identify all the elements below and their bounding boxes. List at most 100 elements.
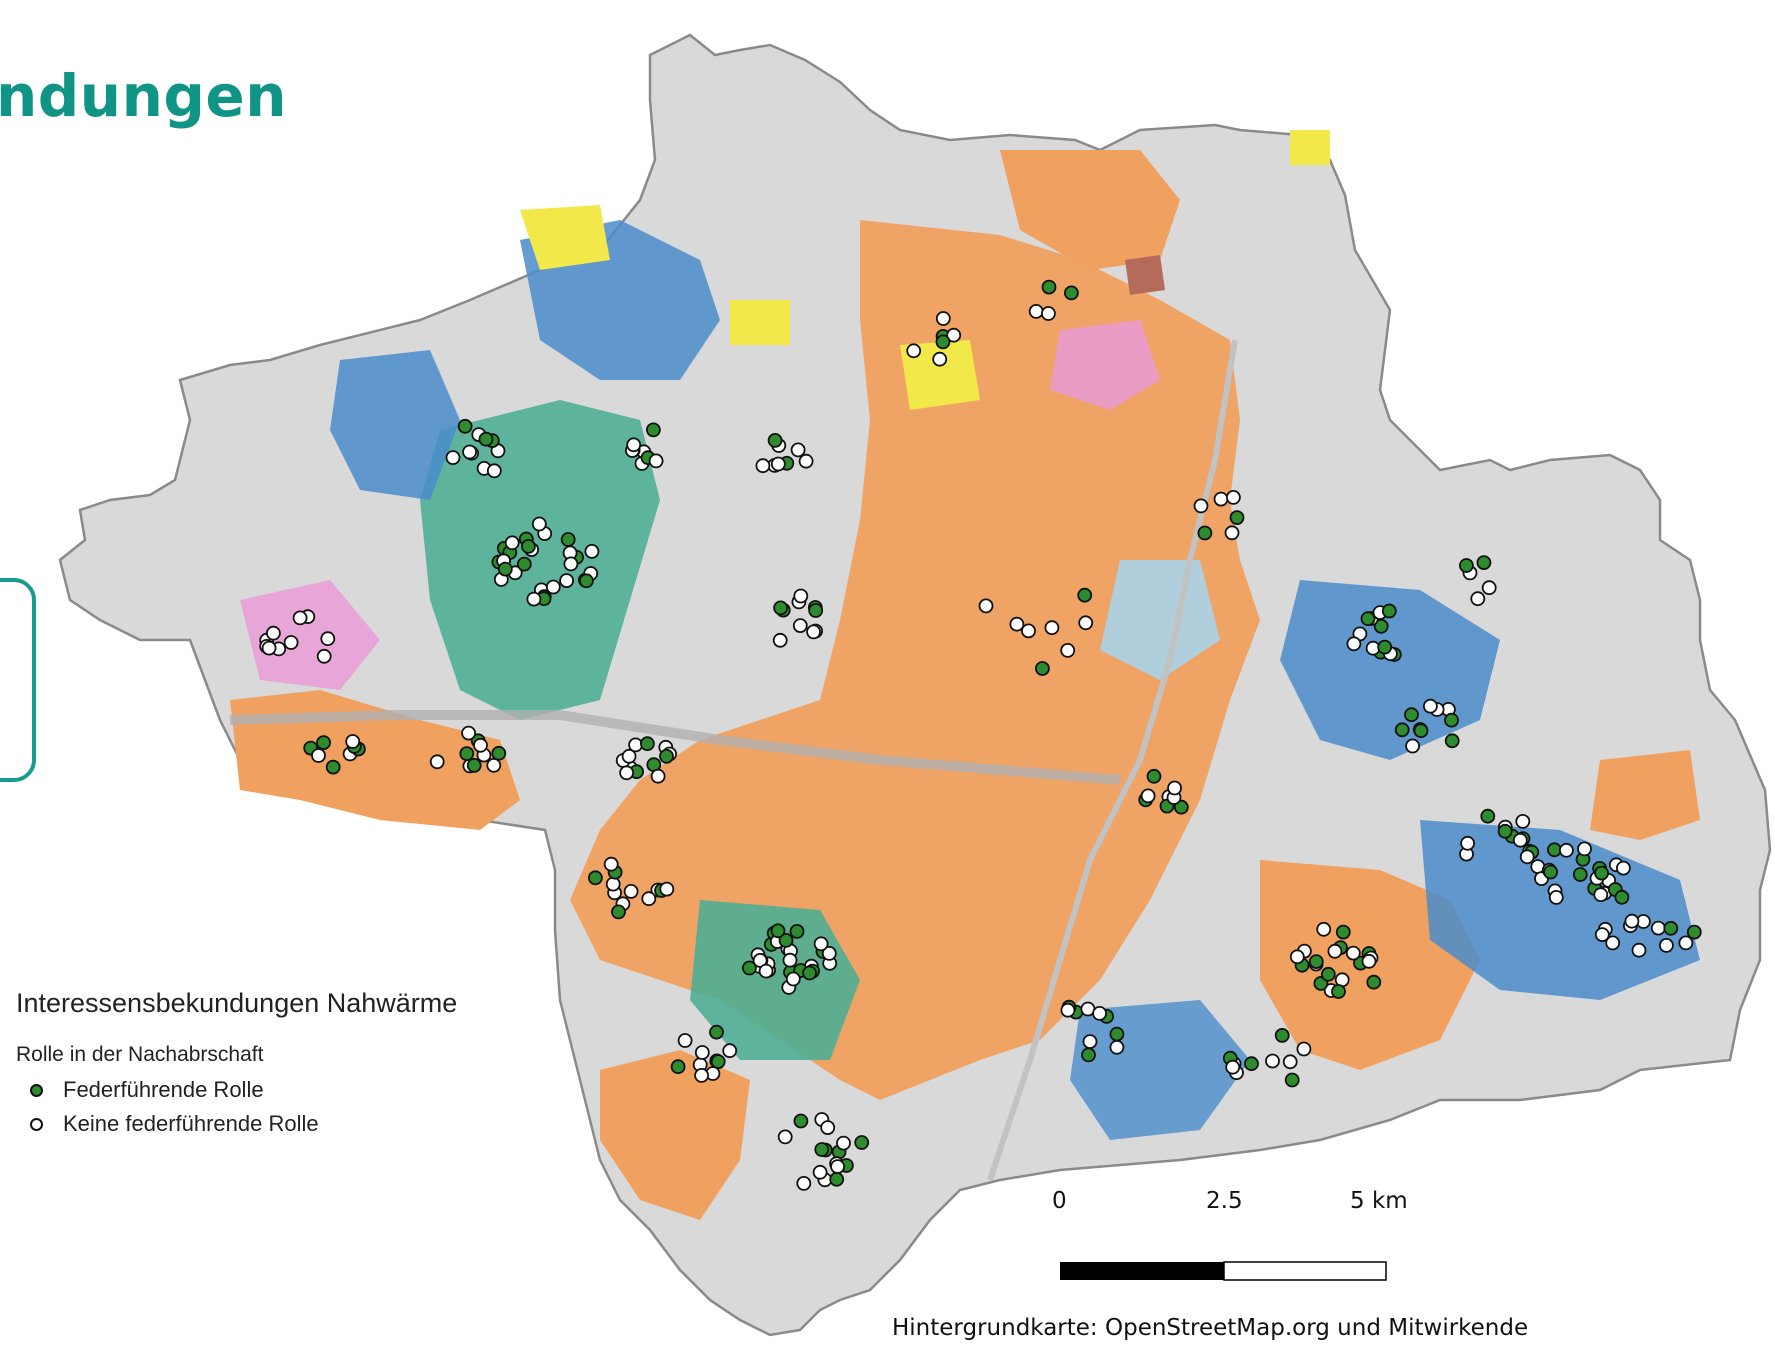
interest-point-marker[interactable] [1480, 808, 1496, 824]
interest-point-marker[interactable] [935, 311, 951, 326]
interest-point-marker[interactable] [486, 463, 502, 479]
interest-point-marker[interactable] [772, 632, 788, 648]
interest-point-marker[interactable] [457, 418, 473, 434]
interest-point-marker[interactable] [292, 610, 308, 626]
interest-point-marker[interactable] [626, 437, 642, 453]
interest-point-marker[interactable] [1361, 953, 1377, 969]
interest-point-marker[interactable] [932, 351, 948, 367]
interest-point-marker[interactable] [785, 971, 801, 987]
interest-point-marker[interactable] [1497, 823, 1513, 839]
interest-point-marker[interactable] [906, 343, 922, 359]
interest-point-marker[interactable] [1081, 1047, 1096, 1063]
interest-point-marker[interactable] [1631, 942, 1647, 958]
interest-point-marker[interactable] [1594, 865, 1609, 881]
interest-point-marker[interactable] [830, 1159, 845, 1174]
interest-point-marker[interactable] [1035, 661, 1050, 676]
interest-point-marker[interactable] [1092, 1006, 1107, 1021]
interest-point-marker[interactable] [1331, 984, 1346, 999]
interest-point-marker[interactable] [812, 1164, 828, 1180]
interest-point-marker[interactable] [531, 516, 547, 532]
interest-point-marker[interactable] [755, 458, 771, 474]
interest-point-marker[interactable] [1226, 489, 1241, 505]
interest-point-marker[interactable] [935, 334, 951, 350]
interest-point-marker[interactable] [1284, 1072, 1300, 1088]
interest-point-marker[interactable] [814, 1142, 830, 1157]
interest-point-marker[interactable] [829, 1171, 845, 1187]
interest-point-marker[interactable] [1064, 285, 1079, 301]
interest-point-marker[interactable] [1041, 306, 1056, 321]
interest-point-marker[interactable] [793, 588, 809, 604]
interest-point-marker[interactable] [694, 1045, 710, 1060]
interest-point-marker[interactable] [1296, 1041, 1312, 1057]
interest-point-marker[interactable] [563, 556, 579, 572]
interest-point-marker[interactable] [1616, 860, 1631, 876]
interest-point-marker[interactable] [345, 734, 361, 749]
interest-point-marker[interactable] [710, 1054, 726, 1069]
interest-point-marker[interactable] [462, 444, 478, 460]
interest-point-marker[interactable] [806, 624, 821, 640]
interest-point-marker[interactable] [773, 600, 788, 616]
interest-point-marker[interactable] [1381, 603, 1397, 619]
interest-point-marker[interactable] [1146, 768, 1162, 784]
interest-point-marker[interactable] [1548, 890, 1564, 905]
interest-point-marker[interactable] [792, 618, 808, 633]
interest-point-marker[interactable] [650, 768, 666, 784]
interest-point-marker[interactable] [1345, 945, 1361, 961]
interest-point-marker[interactable] [320, 631, 336, 647]
interest-point-marker[interactable] [802, 965, 817, 981]
interest-point-marker[interactable] [619, 765, 634, 781]
interest-point-marker[interactable] [1282, 1054, 1298, 1070]
interest-point-marker[interactable] [767, 432, 783, 448]
interest-point-marker[interactable] [670, 1059, 686, 1075]
interest-point-marker[interactable] [478, 431, 494, 447]
interest-point-marker[interactable] [1167, 780, 1182, 796]
interest-point-marker[interactable] [621, 748, 637, 764]
interest-point-marker[interactable] [605, 876, 621, 892]
interest-point-marker[interactable] [559, 573, 574, 588]
interest-point-marker[interactable] [1377, 639, 1393, 655]
interest-point-marker[interactable] [584, 544, 600, 559]
interest-point-marker[interactable] [265, 625, 281, 641]
interest-point-marker[interactable] [758, 963, 774, 979]
interest-point-marker[interactable] [1572, 867, 1588, 882]
interest-point-marker[interactable] [497, 561, 513, 577]
interest-point-marker[interactable] [1244, 1056, 1259, 1072]
interest-point-marker[interactable] [978, 598, 994, 614]
interest-point-marker[interactable] [709, 1024, 724, 1040]
interest-point-marker[interactable] [722, 1043, 738, 1059]
interest-point-marker[interactable] [1009, 616, 1025, 632]
interest-point-marker[interactable] [1335, 924, 1351, 940]
interest-point-marker[interactable] [1366, 974, 1382, 990]
interest-point-marker[interactable] [1060, 643, 1076, 658]
interest-point-marker[interactable] [777, 1129, 793, 1145]
interest-point-marker[interactable] [491, 745, 507, 761]
interest-point-marker[interactable] [1225, 1059, 1241, 1075]
interest-point-marker[interactable] [1413, 723, 1429, 739]
interest-point-marker[interactable] [1678, 935, 1694, 951]
interest-point-marker[interactable] [1229, 510, 1245, 525]
interest-point-marker[interactable] [694, 1068, 709, 1083]
interest-point-marker[interactable] [1686, 924, 1702, 940]
interest-point-marker[interactable] [623, 884, 639, 899]
interest-point-marker[interactable] [1077, 587, 1093, 603]
interest-point-marker[interactable] [325, 759, 341, 775]
interest-point-marker[interactable] [504, 535, 520, 551]
interest-point-marker[interactable] [1515, 814, 1531, 829]
interest-point-marker[interactable] [486, 757, 502, 773]
interest-point-marker[interactable] [1197, 525, 1213, 541]
interest-point-marker[interactable] [1512, 832, 1528, 848]
interest-point-marker[interactable] [1470, 591, 1486, 607]
interest-point-marker[interactable] [820, 1120, 836, 1135]
interest-point-marker[interactable] [1519, 849, 1535, 865]
interest-point-marker[interactable] [1265, 1053, 1280, 1069]
interest-point-marker[interactable] [1559, 842, 1574, 858]
interest-point-marker[interactable] [516, 556, 532, 572]
interest-point-marker[interactable] [1593, 887, 1609, 903]
interest-point-marker[interactable] [646, 422, 661, 438]
interest-point-marker[interactable] [603, 856, 619, 872]
interest-point-marker[interactable] [1459, 558, 1474, 573]
interest-point-marker[interactable] [311, 748, 326, 763]
interest-point-marker[interactable] [641, 891, 657, 907]
interest-point-marker[interactable] [789, 924, 805, 939]
